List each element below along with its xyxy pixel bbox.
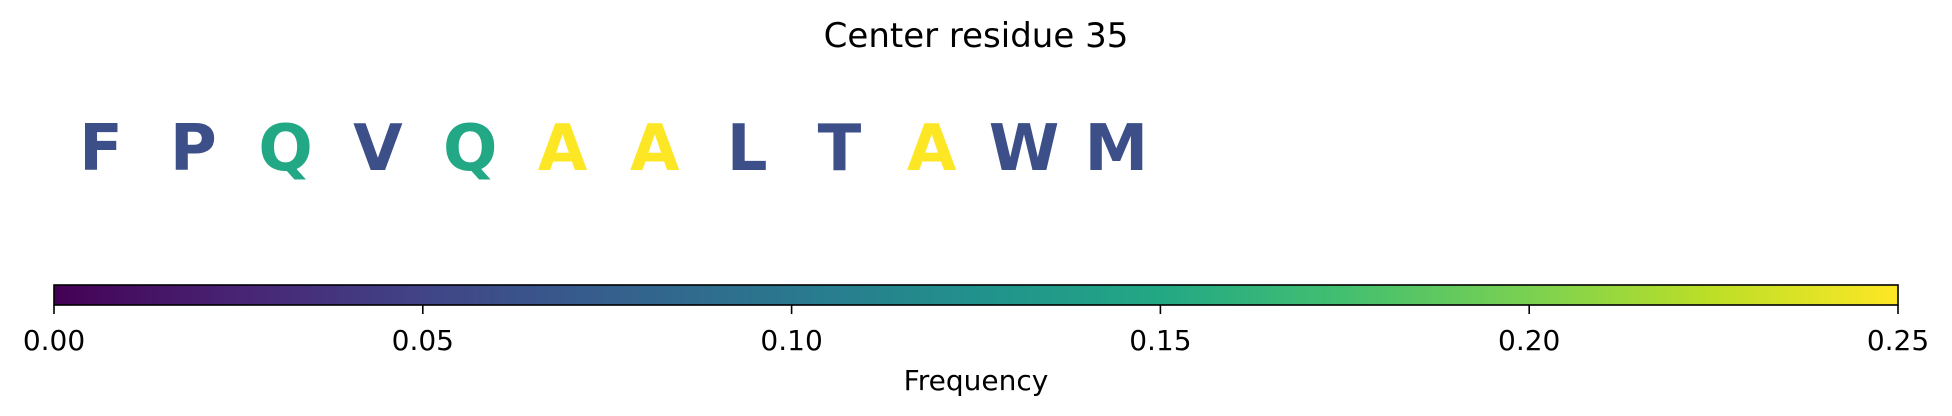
colorbar-label: Frequency	[904, 364, 1049, 397]
colorbar-tick-label: 0.05	[392, 324, 454, 357]
residue-letter: Q	[443, 112, 497, 186]
colorbar-tick-label: 0.00	[23, 324, 85, 357]
residue-letter: Q	[258, 112, 312, 186]
chart-title: Center residue 35	[824, 16, 1129, 56]
colorbar-tick-label: 0.20	[1498, 324, 1560, 357]
residue-letter: L	[727, 112, 768, 186]
colorbar-tick-label: 0.10	[760, 324, 822, 357]
residue-letter: T	[818, 112, 862, 186]
colorbar-ticks: 0.00 0.05 0.10 0.15 0.20 0.25	[23, 305, 1929, 357]
residue-letter: W	[989, 112, 1060, 186]
residue-letter: A	[907, 112, 957, 186]
residue-letter: M	[1084, 112, 1148, 186]
residue-letter: A	[538, 112, 588, 186]
residue-letter: A	[630, 112, 680, 186]
colorbar-tick-label: 0.15	[1129, 324, 1191, 357]
residue-letter: F	[79, 112, 123, 186]
colorbar-tick-label: 0.25	[1867, 324, 1929, 357]
colorbar	[53, 284, 1899, 306]
residue-letter: V	[353, 112, 403, 186]
residue-letter: P	[170, 112, 217, 186]
